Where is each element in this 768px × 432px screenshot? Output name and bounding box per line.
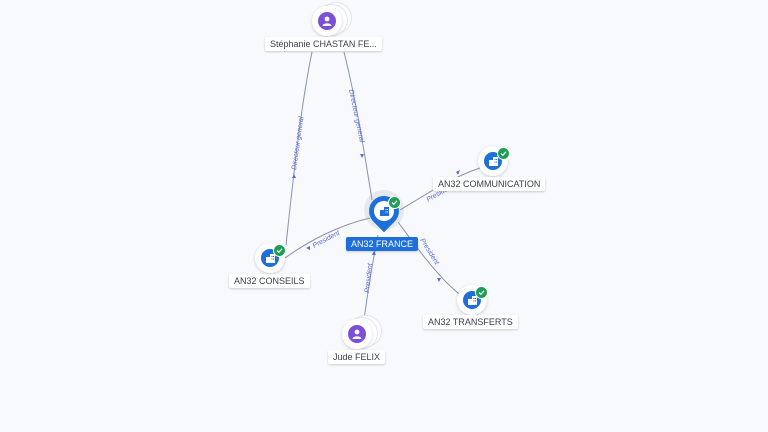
arrow-icon [292,174,296,178]
arrow-icon [372,251,376,255]
arrow-icon [437,278,441,282]
edge-stephanie-france [343,51,373,201]
arrow-icon [306,246,310,250]
verified-check-icon [388,196,401,209]
edge-label-stephanie-conseils: Directeur general [291,116,305,171]
person-icon [318,12,336,30]
verified-check-icon [273,244,286,257]
edge-label-stephanie-france: Directeur general [347,89,365,143]
node-label-jude-felix[interactable]: Jude FELIX [328,350,386,364]
node-label-stephanie[interactable]: Stéphanie CHASTAN FE... [265,37,382,51]
arrow-icon [456,170,460,175]
node-circle [342,319,372,349]
map-pin-icon [362,189,406,233]
person-icon [348,325,366,343]
edge-france-conseils [284,217,371,259]
node-label-an32-conseils[interactable]: AN32 CONSEILS [229,274,310,288]
company-icon [374,201,394,221]
verified-check-icon [497,147,510,160]
node-label-an32-france[interactable]: AN32 FRANCE [346,237,419,251]
node-label-an32-communication[interactable]: AN32 COMMUNICATION [433,177,546,191]
node-circle [312,6,342,36]
edge-stephanie-conseils [285,51,313,246]
node-label-an32-transferts[interactable]: AN32 TRANSFERTS [423,315,518,329]
arrow-icon [360,154,364,158]
edge-label-france-conseils: President [312,229,342,250]
verified-check-icon [475,286,488,299]
edge-france-transferts [397,221,463,297]
edge-label-jude-france: President [364,262,374,293]
